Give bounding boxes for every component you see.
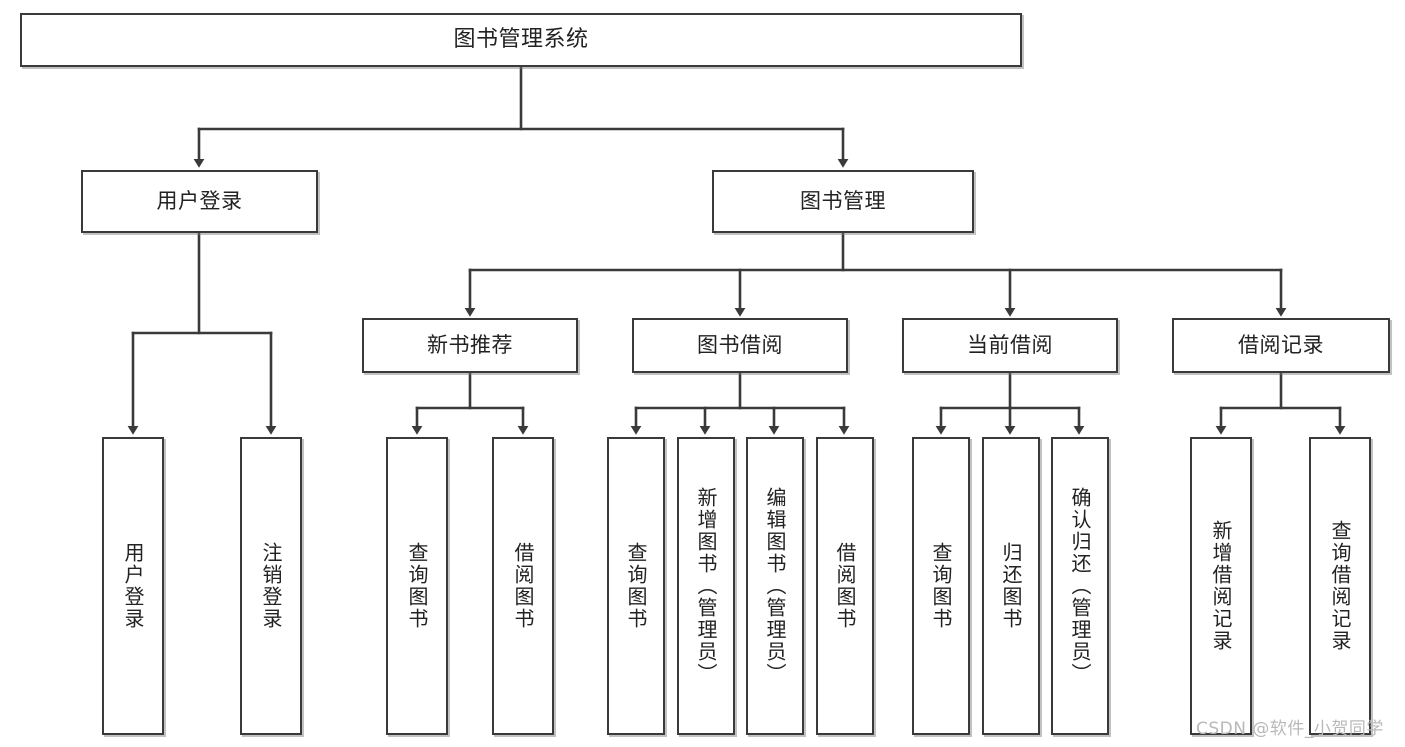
node-leaf-add-borrow-record[interactable]: 新增借阅记录 <box>1190 437 1252 735</box>
node-label: 注销登录 <box>259 542 283 630</box>
node-label: 归还图书 <box>999 542 1023 630</box>
node-label: 查询图书 <box>929 542 953 630</box>
node-label: 编辑图书（管理员） <box>763 487 787 685</box>
node-leaf-return-book[interactable]: 归还图书 <box>982 437 1040 735</box>
node-leaf-query-book-rec[interactable]: 查询图书 <box>386 437 448 735</box>
node-leaf-query-borrow-record[interactable]: 查询借阅记录 <box>1309 437 1371 735</box>
node-leaf-logout[interactable]: 注销登录 <box>240 437 302 735</box>
node-label: 用户登录 <box>121 542 145 630</box>
node-label: 新增图书（管理员） <box>694 487 718 685</box>
node-book-borrow[interactable]: 图书借阅 <box>632 318 848 373</box>
node-label: 借阅图书 <box>511 542 535 630</box>
watermark-text: CSDN @软件_小贺同学 <box>1196 719 1384 739</box>
node-book-manage[interactable]: 图书管理 <box>712 170 974 233</box>
node-label: 借阅图书 <box>833 542 857 630</box>
node-label: 图书管理 <box>800 189 886 214</box>
node-leaf-confirm-return[interactable]: 确认归还（管理员） <box>1051 437 1109 735</box>
node-new-book-recommend[interactable]: 新书推荐 <box>362 318 578 373</box>
node-label: 图书借阅 <box>697 333 783 358</box>
node-leaf-borrow-book-rec[interactable]: 借阅图书 <box>492 437 554 735</box>
node-label: 新增借阅记录 <box>1209 520 1233 652</box>
node-borrow-record[interactable]: 借阅记录 <box>1172 318 1390 373</box>
node-user-login[interactable]: 用户登录 <box>81 170 318 233</box>
node-leaf-add-book[interactable]: 新增图书（管理员） <box>677 437 735 735</box>
node-label: 用户登录 <box>156 189 243 214</box>
node-leaf-query-book-borrow[interactable]: 查询图书 <box>607 437 665 735</box>
node-current-borrow[interactable]: 当前借阅 <box>902 318 1118 373</box>
node-label: 查询借阅记录 <box>1328 520 1352 652</box>
node-label: 确认归还（管理员） <box>1068 487 1092 685</box>
node-label: 借阅记录 <box>1238 333 1324 358</box>
node-label: 图书管理系统 <box>453 27 589 53</box>
node-leaf-query-book-current[interactable]: 查询图书 <box>912 437 970 735</box>
node-label: 当前借阅 <box>967 333 1053 358</box>
node-leaf-user-login[interactable]: 用户登录 <box>102 437 164 735</box>
node-label: 查询图书 <box>624 542 648 630</box>
node-leaf-borrow-book[interactable]: 借阅图书 <box>816 437 874 735</box>
node-root-system[interactable]: 图书管理系统 <box>20 13 1022 67</box>
node-leaf-edit-book[interactable]: 编辑图书（管理员） <box>746 437 804 735</box>
node-label: 查询图书 <box>405 542 429 630</box>
node-label: 新书推荐 <box>427 333 513 358</box>
